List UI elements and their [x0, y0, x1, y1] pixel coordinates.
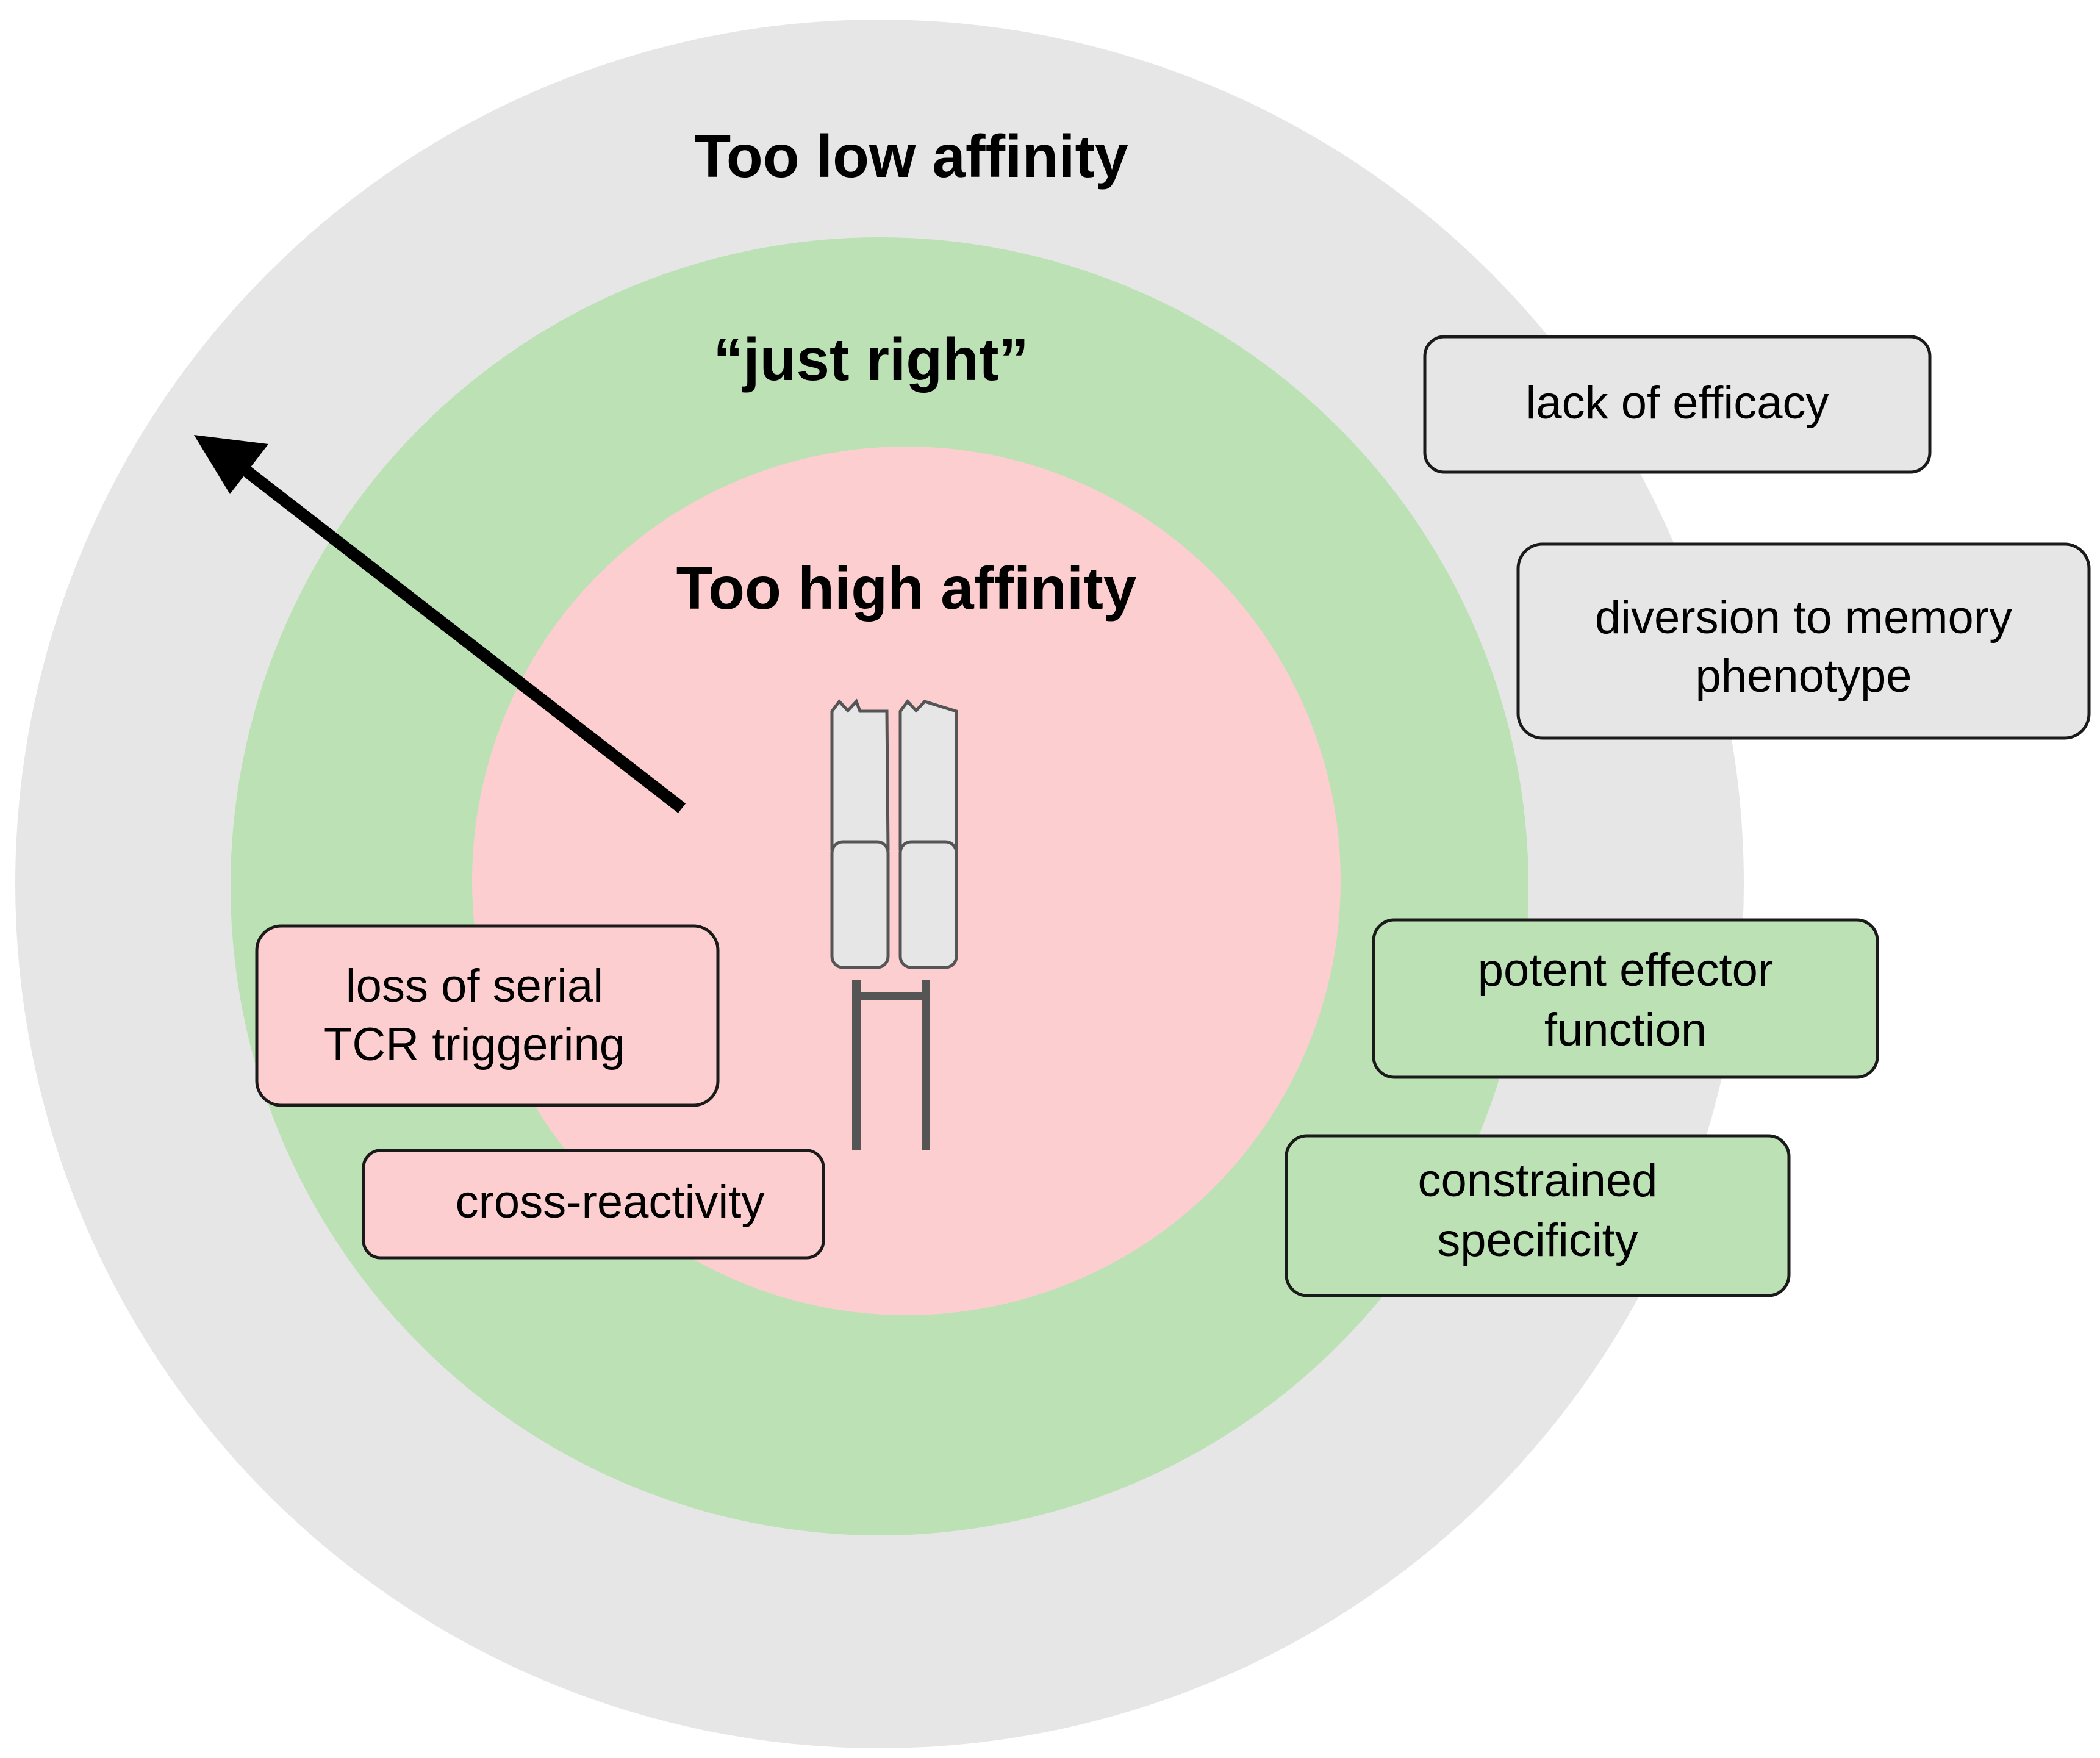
constrained-specificity-text-line1: constrained: [1418, 1155, 1658, 1207]
inner-zone-title: Too high affinity: [676, 554, 1137, 622]
potent-effector-function-box: potent effector function: [1372, 918, 1879, 1079]
loss-of-serial-tcr-triggering-box: loss of serial TCR triggering: [255, 924, 720, 1107]
middle-zone-title: “just right”: [713, 326, 1028, 393]
diversion-to-memory-text-line2: phenotype: [1696, 650, 1912, 702]
loss-of-serial-text-line1: loss of serial: [346, 960, 603, 1012]
lack-of-efficacy-box: lack of efficacy: [1423, 335, 1932, 474]
constrained-specificity-box: constrained specificity: [1285, 1134, 1791, 1297]
cross-reactivity-box: cross-reactivity: [362, 1149, 825, 1260]
diversion-to-memory-box: diversion to memory phenotype: [1516, 542, 2091, 740]
diversion-to-memory-text-line1: diversion to memory: [1595, 592, 2012, 644]
cross-reactivity-text: cross-reactivity: [456, 1176, 765, 1228]
lack-of-efficacy-text: lack of efficacy: [1525, 377, 1829, 429]
loss-of-serial-text-line2: TCR triggering: [324, 1019, 625, 1071]
tcr-receptor-icon: [830, 698, 958, 1150]
potent-effector-text-line2: function: [1544, 1004, 1707, 1056]
outer-zone-title: Too low affinity: [694, 123, 1128, 190]
potent-effector-text-line1: potent effector: [1478, 944, 1774, 996]
constrained-specificity-text-line2: specificity: [1437, 1214, 1638, 1266]
diagonal-arrow-icon: [194, 435, 686, 813]
